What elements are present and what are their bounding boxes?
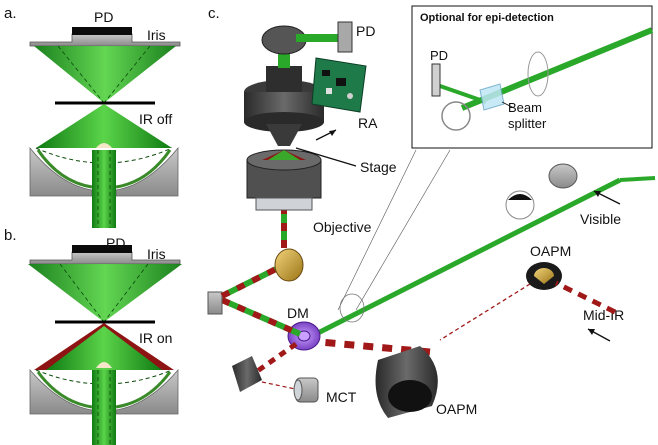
panel-b-upper-cone (28, 264, 182, 322)
steering-mirror-left (207, 291, 223, 315)
visible-lens (505, 190, 535, 220)
panel-b-ray-right (103, 263, 149, 323)
panel-c-pd-label: PD (356, 23, 375, 39)
oapm-bottom-label: OAPM (436, 401, 477, 417)
inset-splitter-pointer (501, 101, 515, 109)
inset-photodiode (431, 63, 441, 97)
visible-arrowhead (594, 191, 601, 197)
objective-ring (255, 197, 313, 211)
inset-lens (527, 51, 549, 97)
combined-beam-mid-red (220, 263, 284, 299)
gold-mirror (274, 248, 304, 282)
inset-title: Optional for epi-detection (420, 12, 554, 24)
panel-b-mirror-surface-right (115, 371, 172, 409)
panel-c-tag: c. (208, 5, 220, 22)
condenser-tip (266, 124, 302, 146)
stage-arrow (295, 147, 357, 167)
visible-beam-iris (339, 293, 365, 323)
mct-mirror (232, 356, 262, 392)
panel-a-mirror-right (115, 146, 179, 197)
panel-a-tag: a. (4, 5, 17, 22)
panel-b-focus-glow (96, 362, 112, 368)
amplifier-capacitor (347, 93, 353, 99)
panel-a: a. PD Iris IR off (4, 5, 181, 228)
inset-iris (441, 101, 471, 131)
panel-b-mirror-right (115, 368, 179, 415)
inset-guide-line-1 (337, 149, 417, 311)
mct-detector-face (293, 379, 303, 401)
inset-splitter-label-1: Beam (508, 100, 542, 115)
panel-b-photodiode (72, 245, 132, 253)
panel-a-photodiode (72, 27, 132, 35)
objective-visible-cone (268, 150, 300, 160)
panel-b: b. PD Iris IR on (4, 227, 182, 445)
mid-ir-label: Mid-IR (583, 307, 624, 323)
panel-b-mirror-surface-left (36, 371, 93, 409)
inset-beam-splitter (479, 83, 505, 111)
ir-beam-input (554, 280, 617, 315)
condenser-bottom (244, 112, 324, 132)
panel-b-ray-left (59, 263, 105, 323)
visible-beam-input (619, 176, 656, 182)
amplifier-chip-3 (326, 88, 332, 94)
panel-a-pd-label: PD (94, 9, 113, 25)
panel-a-mirror-left (29, 146, 93, 197)
stage-label: Stage (360, 159, 397, 175)
panel-a-lower-cone (36, 104, 172, 148)
panel-b-mirror-left (29, 368, 93, 415)
dm-label: DM (287, 305, 309, 321)
mid-ir-arrowhead (588, 329, 595, 335)
panel-b-pd-label: PD (106, 235, 125, 251)
amplifier-label: RA (358, 115, 378, 131)
visible-label: Visible (580, 211, 621, 227)
panel-c-photodiode (337, 21, 353, 53)
panel-b-state-label: IR on (139, 330, 172, 346)
panel-b-input-beam (92, 370, 116, 445)
panel-a-upper-cone (34, 46, 176, 103)
objective-label: Objective (313, 219, 372, 235)
inset-splitter-label-2: splitter (508, 116, 547, 131)
inset-beam-to-pd (439, 84, 487, 104)
visible-steering-mirror (548, 163, 578, 189)
inset-pd-label: PD (430, 48, 448, 63)
panel-a-input-beam (92, 150, 116, 228)
visible-lens-holder (508, 194, 532, 200)
panel-b-iris-label: Iris (147, 246, 166, 262)
condenser-neck (266, 66, 302, 92)
panel-b-lower-cone (46, 326, 162, 370)
oapm-top-surface (534, 268, 554, 284)
visible-beam-main (310, 177, 622, 339)
panel-c: c. Visible OAPM Mid-IR OAPM DM (207, 5, 656, 418)
ir-beam-to-mct-mirror (254, 341, 298, 375)
ir-beam-focus (439, 283, 531, 341)
mct-label: MCT (326, 389, 357, 405)
inset-guide-line-2 (355, 149, 451, 311)
panel-a-ray-left (57, 45, 105, 104)
panel-a-mirror-surface-right (115, 149, 172, 189)
amplifier-chip-2 (336, 78, 346, 86)
panel-a-iris-label: Iris (147, 27, 166, 43)
panel-a-ray-right (103, 45, 151, 104)
oapm-top-label: OAPM (530, 243, 571, 259)
panel-a-focus-glow (96, 143, 112, 148)
oapm-bottom-face (388, 380, 432, 412)
panel-a-state-label: IR off (139, 111, 172, 127)
combined-beam-lower-red (220, 297, 302, 337)
panel-a-mirror-surface-left (36, 149, 93, 189)
panel-b-mirror-arc (35, 369, 173, 385)
amplifier-chip-1 (322, 70, 330, 76)
panel-b-tag: b. (4, 227, 17, 244)
stage-arrow-up-head (329, 130, 336, 136)
